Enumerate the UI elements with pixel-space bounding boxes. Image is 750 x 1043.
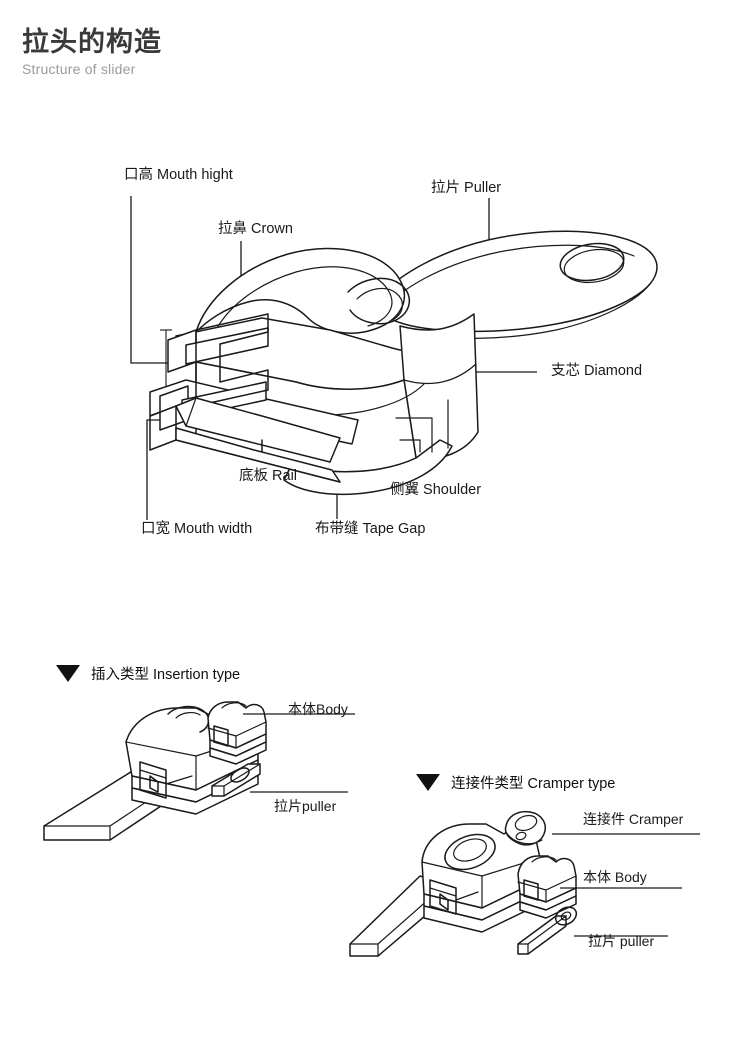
leader-diamond <box>454 367 537 377</box>
leader-mouth-width <box>146 395 263 520</box>
leader-shoulder <box>389 382 437 478</box>
label-mouth-height: 口高 Mouth hight <box>124 167 233 183</box>
cramper-ring-part <box>504 810 546 846</box>
label-crown: 拉鼻 Crown <box>218 221 293 237</box>
label-rail: 底板 Rail <box>239 468 298 484</box>
label-puller: 拉片 Puller <box>431 180 502 196</box>
label-cramper-puller: 拉片 puller <box>588 933 655 949</box>
triangle-down-icon <box>56 665 80 682</box>
section-heading-insertion: 插入类型 Insertion type <box>56 663 240 684</box>
section-cramper-label: 连接件类型 Cramper type <box>451 776 616 792</box>
insertion-body-part <box>207 701 267 765</box>
leader-rail <box>253 377 284 466</box>
page-title-en: Structure of slider <box>22 61 136 78</box>
insertion-puller-part <box>211 763 261 797</box>
cramper-puller-part <box>517 906 578 955</box>
section-insertion-label: 插入类型 Insertion type <box>91 667 241 683</box>
label-cramper-ring: 连接件 Cramper <box>583 811 684 827</box>
label-shoulder: 侧翼 Shoulder <box>390 482 482 498</box>
leader-tape-gap <box>323 384 338 519</box>
label-insertion-puller: 拉片puller <box>274 798 337 814</box>
leader-puller <box>484 198 494 297</box>
page-header: 拉头的构造 Structure of slider <box>22 27 162 78</box>
label-tape-gap: 布带缝 Tape Gap <box>315 521 426 537</box>
section-heading-cramper: 连接件类型 Cramper type <box>416 772 615 793</box>
triangle-down-icon <box>416 774 440 791</box>
leader-mouth-height <box>130 196 172 395</box>
label-mouth-width: 口宽 Mouth width <box>141 521 253 537</box>
label-insertion-body: 本体Body <box>288 701 348 717</box>
cramper-assembled-slider <box>349 823 541 957</box>
page-title-cn: 拉头的构造 <box>22 27 162 57</box>
label-diamond: 支芯 Diamond <box>551 363 643 379</box>
leader-crown <box>236 241 246 329</box>
cramper-body-part <box>517 855 577 919</box>
label-cramper-body: 本体 Body <box>583 869 647 885</box>
insertion-assembled-slider <box>43 705 259 841</box>
